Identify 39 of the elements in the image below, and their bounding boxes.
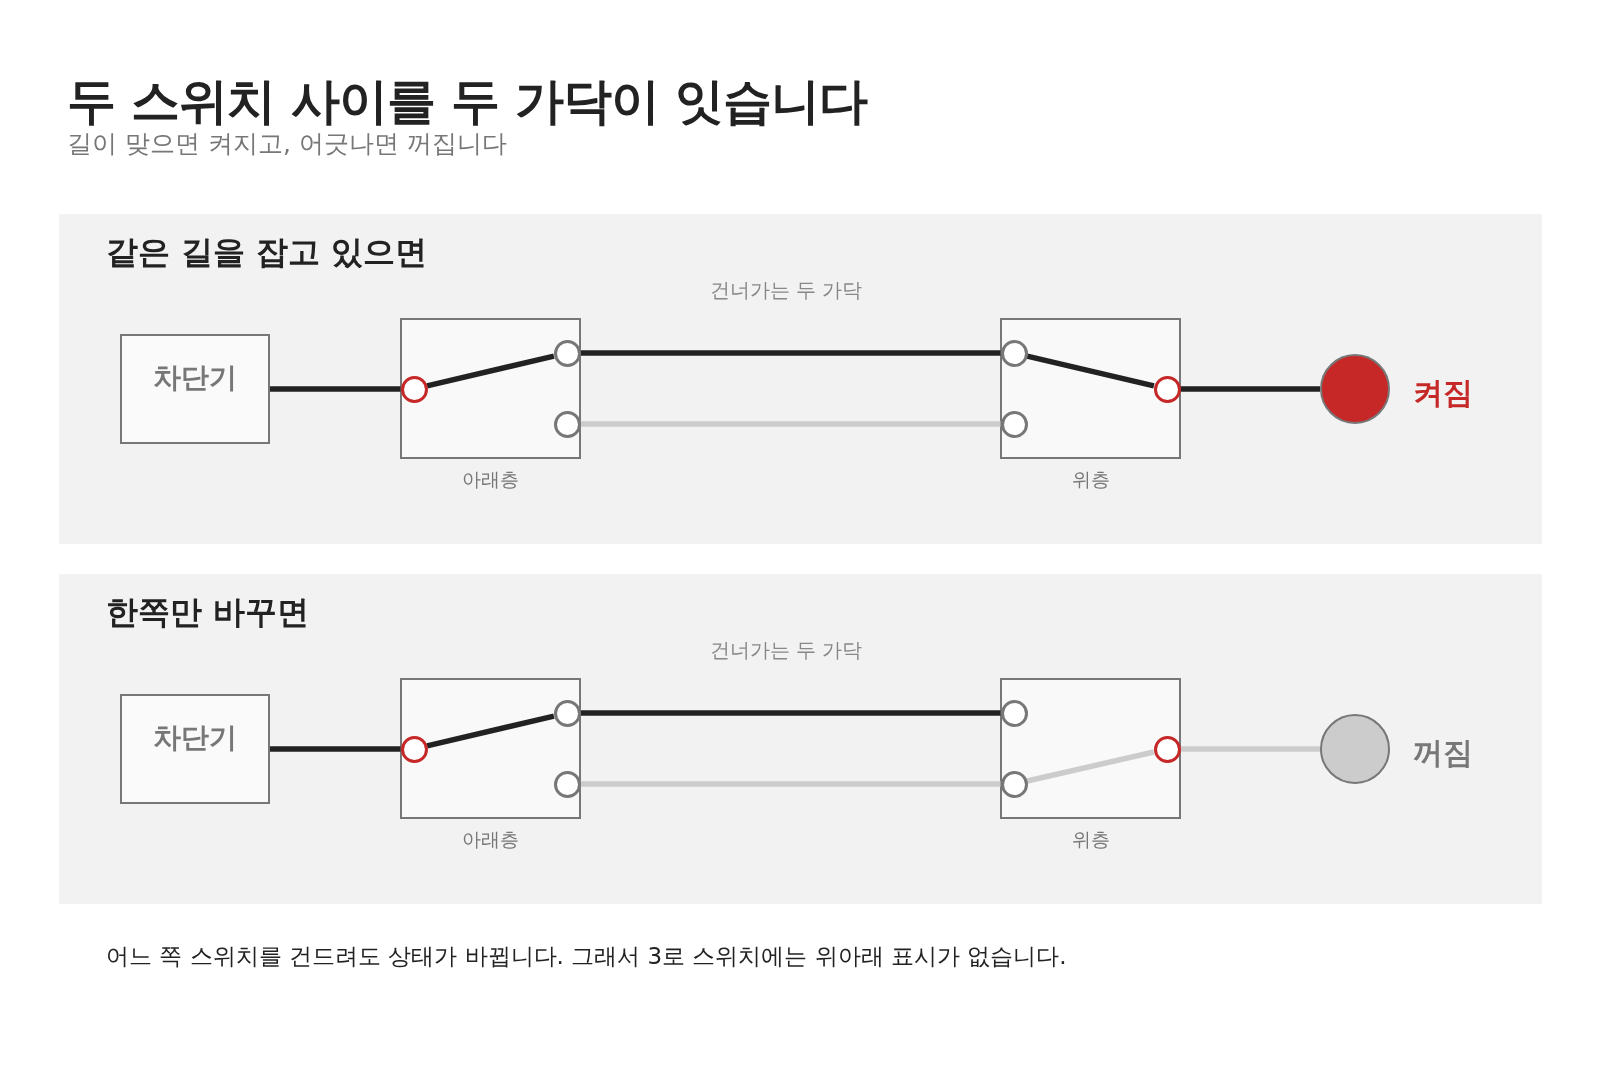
switch-lever <box>426 353 555 389</box>
switch-label: 위층 <box>1071 467 1110 492</box>
lamp-status: 켜짐 <box>1413 374 1473 412</box>
terminal-icon <box>399 734 429 764</box>
wire <box>580 710 1001 716</box>
panel-heading: 같은 길을 잡고 있으면 <box>106 233 428 271</box>
wire <box>580 350 1001 356</box>
terminal-icon <box>552 769 582 799</box>
wire <box>580 781 1001 787</box>
wire <box>1180 746 1320 752</box>
switch-label: 아래층 <box>462 827 519 852</box>
scenario-panel <box>59 574 1542 904</box>
lamp-status: 꺼짐 <box>1413 734 1473 772</box>
terminal-icon <box>999 338 1029 368</box>
terminal-icon <box>1152 374 1182 404</box>
wire <box>270 386 401 392</box>
terminal-icon <box>552 338 582 368</box>
terminal-icon <box>1152 734 1182 764</box>
wire-caption: 건너가는 두 가닥 <box>709 637 863 663</box>
breaker-box: 차단기 <box>120 694 270 804</box>
terminal-icon <box>399 374 429 404</box>
terminal-icon <box>999 698 1029 728</box>
panel-heading: 한쪽만 바꾸면 <box>106 593 310 631</box>
footnote: 어느 쪽 스위치를 건드려도 상태가 바뀝니다. 그래서 3로 스위치에는 위아래 표시가 없습니다. <box>106 942 1067 970</box>
terminal-icon <box>999 769 1029 799</box>
switch-lever <box>1026 353 1155 389</box>
switch-label: 아래층 <box>462 467 519 492</box>
switch-lever <box>1026 749 1155 784</box>
wire <box>1180 386 1320 392</box>
terminal-icon <box>552 698 582 728</box>
switch-label: 위층 <box>1071 827 1110 852</box>
terminal-icon <box>552 409 582 439</box>
wire <box>270 746 401 752</box>
scenario-panel <box>59 214 1542 544</box>
switch-lever <box>426 713 555 749</box>
breaker-box: 차단기 <box>120 334 270 444</box>
wire-caption: 건너가는 두 가닥 <box>709 277 863 303</box>
terminal-icon <box>999 409 1029 439</box>
wire <box>580 421 1001 427</box>
